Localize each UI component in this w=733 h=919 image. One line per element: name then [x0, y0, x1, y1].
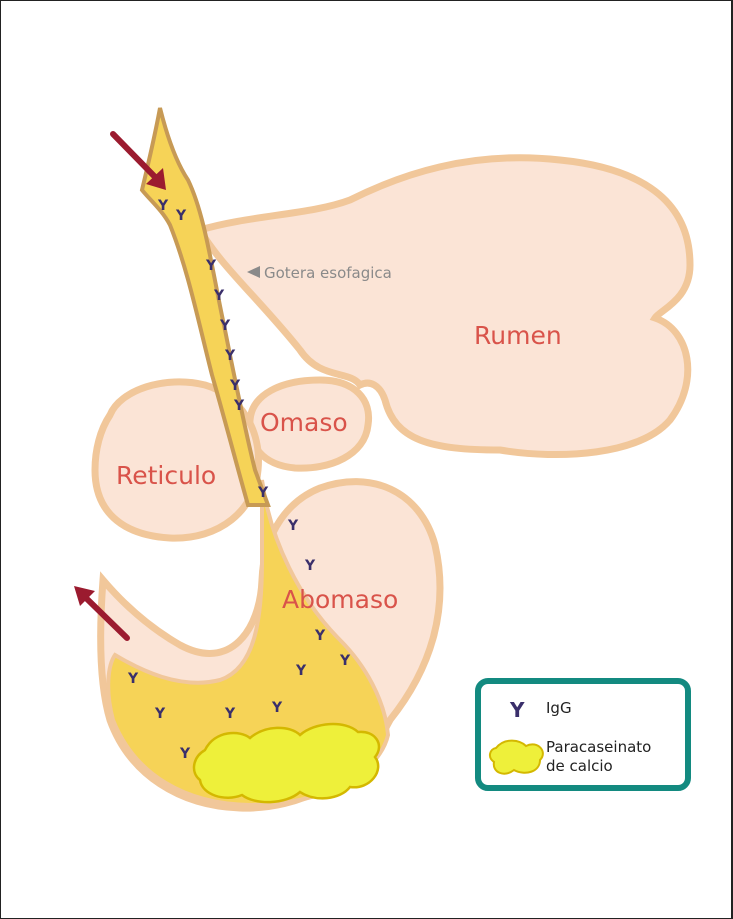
- legend-igg-icon: Y: [509, 698, 525, 722]
- clot-shape: [194, 724, 379, 802]
- igg-mark: Y: [179, 746, 191, 762]
- label-reticulo: Reticulo: [116, 461, 216, 490]
- igg-mark: Y: [257, 485, 269, 501]
- igg-mark: Y: [295, 663, 307, 679]
- label-rumen: Rumen: [474, 321, 562, 350]
- label-gotera-esofagica: Gotera esofagica: [264, 264, 392, 282]
- igg-mark: Y: [213, 288, 225, 304]
- igg-mark: Y: [224, 706, 236, 722]
- igg-mark: Y: [127, 671, 139, 687]
- label-abomaso: Abomaso: [282, 585, 398, 614]
- igg-mark: Y: [339, 653, 351, 669]
- igg-mark: Y: [271, 700, 283, 716]
- igg-mark: Y: [224, 348, 236, 364]
- legend: Y IgG Paracaseinato de calcio: [478, 681, 688, 788]
- igg-mark: Y: [233, 398, 245, 414]
- legend-clot-label-1: Paracaseinato: [546, 738, 651, 756]
- igg-mark: Y: [219, 318, 231, 334]
- label-omaso: Omaso: [260, 408, 348, 437]
- igg-mark: Y: [314, 628, 326, 644]
- igg-mark: Y: [157, 198, 169, 214]
- legend-clot-icon: [490, 741, 543, 774]
- igg-mark: Y: [205, 258, 217, 274]
- legend-igg-label: IgG: [546, 699, 572, 717]
- igg-mark: Y: [229, 378, 241, 394]
- igg-mark: Y: [304, 558, 316, 574]
- igg-mark: Y: [287, 518, 299, 534]
- igg-mark: Y: [154, 706, 166, 722]
- legend-clot-label-2: de calcio: [546, 757, 613, 775]
- igg-mark: Y: [175, 208, 187, 224]
